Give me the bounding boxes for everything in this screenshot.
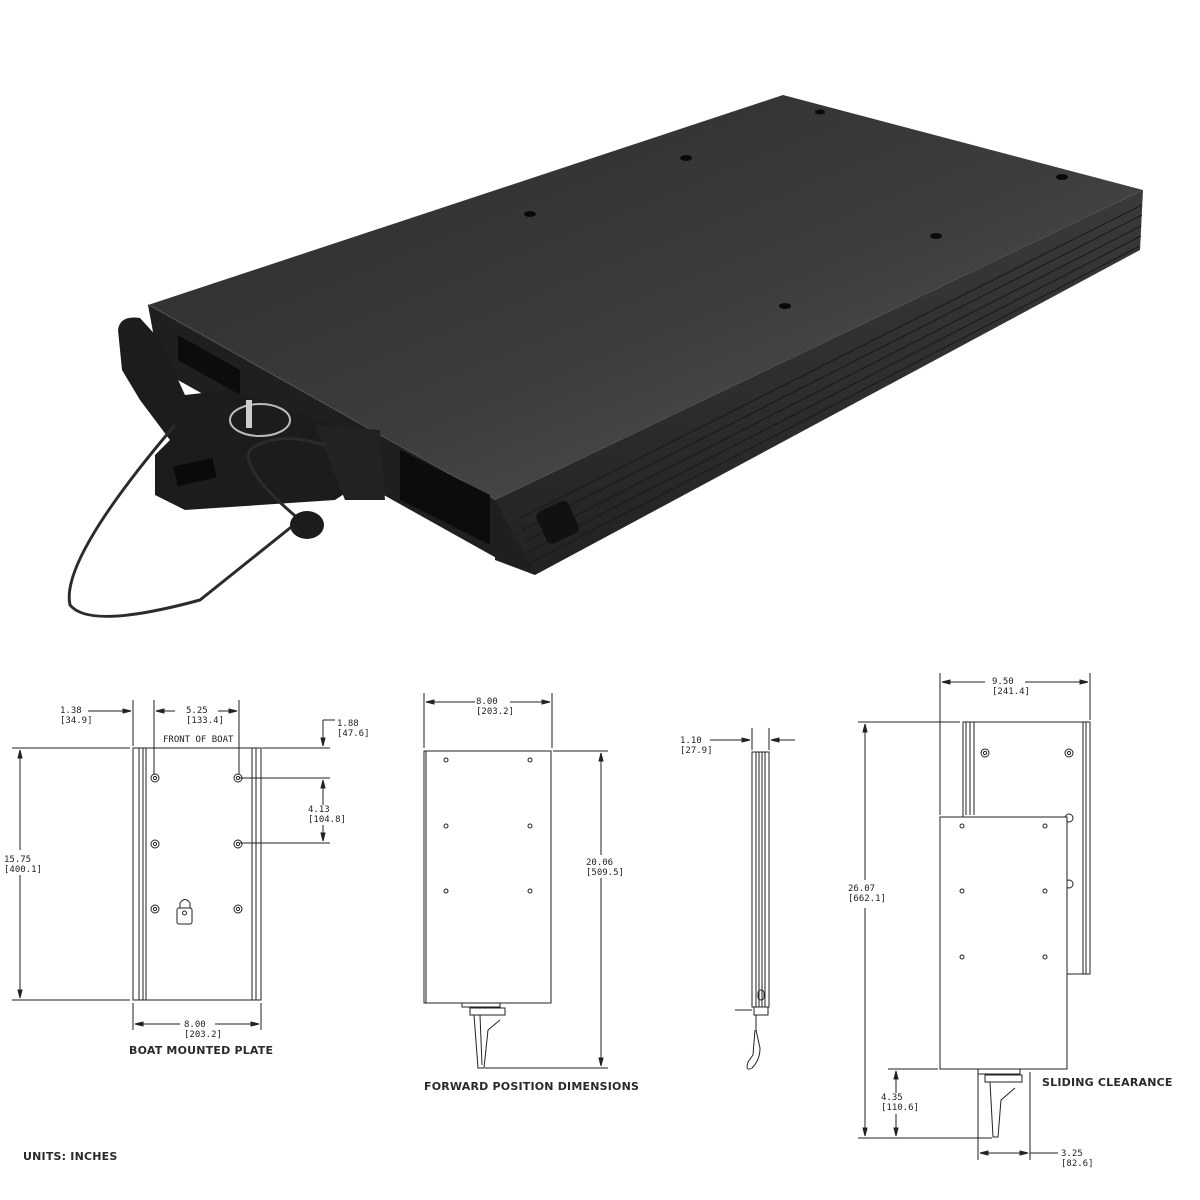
lock-icon — [176, 899, 193, 925]
dim-value-mm: [133.4] — [186, 716, 224, 726]
dim-length: 15.75 [400.1] — [4, 855, 42, 875]
dim-overall-width: 9.50 [241.4] — [992, 677, 1030, 697]
dim-hole-spacing-y: 4.13 [104.8] — [308, 805, 346, 825]
dim-value-mm: [47.6] — [337, 729, 370, 739]
dim-overall-length: 26.07 [662.1] — [848, 884, 886, 904]
dim-value-in: 4.35 — [881, 1093, 903, 1103]
latch-bracket — [118, 317, 385, 510]
dim-value-mm: [241.4] — [992, 687, 1030, 697]
front-of-boat-label: FRONT OF BOAT — [163, 735, 234, 745]
side-plate-outline — [751, 751, 770, 1008]
sliding-clearance-title: SLIDING CLEARANCE — [1042, 1076, 1173, 1089]
dim-value-mm: [82.6] — [1061, 1159, 1094, 1169]
dim-forward-width: 8.00 [203.2] — [476, 697, 514, 717]
lanyard-cable — [67, 424, 301, 618]
clearance-rear-plate — [962, 721, 1091, 975]
dim-value-in: 20.06 — [586, 858, 614, 868]
dim-value-in: 4.13 — [308, 805, 330, 815]
dim-value-in: 8.00 — [476, 697, 498, 707]
dim-value-in: 1.88 — [337, 719, 359, 729]
mounting-holes — [524, 109, 1068, 309]
dim-offset-left: 1.38 [34.9] — [60, 706, 93, 726]
dim-value-mm: [400.1] — [4, 865, 42, 875]
dim-value-mm: [27.9] — [680, 746, 713, 756]
dim-value-mm: [509.5] — [586, 868, 624, 878]
side-bracket — [746, 1006, 769, 1070]
clearance-front-plate — [939, 816, 1068, 1070]
dim-value-in: 15.75 — [4, 855, 32, 865]
dim-thickness: 1.10 [27.9] — [680, 736, 713, 756]
dim-value-mm: [104.8] — [308, 815, 346, 825]
dim-top-to-hole: 1.88 [47.6] — [337, 719, 370, 739]
product-render — [67, 95, 1143, 618]
forward-bracket — [461, 1003, 506, 1069]
dim-width: 8.00 [203.2] — [184, 1020, 222, 1040]
dim-value-mm: [110.6] — [881, 1103, 919, 1113]
dim-value-in: 8.00 — [184, 1020, 206, 1030]
dim-value-mm: [662.1] — [848, 894, 886, 904]
dim-value-in: 1.10 — [680, 736, 702, 746]
plate-top-face — [148, 95, 1143, 500]
dim-bracket-width: 3.25 [82.6] — [1061, 1149, 1094, 1169]
dim-value-in: 26.07 — [848, 884, 876, 894]
boat-plate-outline — [132, 747, 262, 1001]
dim-value-in: 3.25 — [1061, 1149, 1083, 1159]
dim-value-in: 5.25 — [186, 706, 208, 716]
dim-value-mm: [203.2] — [476, 707, 514, 717]
dim-value-in: 9.50 — [992, 677, 1014, 687]
dim-hole-spacing-x: 5.25 [133.4] — [186, 706, 224, 726]
dim-value-in: 1.38 — [60, 706, 82, 716]
dim-value-mm: [203.2] — [184, 1030, 222, 1040]
boat-mounted-plate-title: BOAT MOUNTED PLATE — [129, 1044, 274, 1057]
units-note: UNITS: INCHES — [23, 1150, 118, 1163]
dim-value-mm: [34.9] — [60, 716, 93, 726]
forward-plate-outline — [423, 750, 552, 1004]
forward-position-title: FORWARD POSITION DIMENSIONS — [424, 1080, 640, 1093]
lanyard-knob — [290, 511, 324, 539]
clearance-bracket — [977, 1069, 1023, 1138]
dim-forward-length: 20.06 [509.5] — [586, 858, 624, 878]
dim-bracket-drop: 4.35 [110.6] — [881, 1093, 919, 1113]
